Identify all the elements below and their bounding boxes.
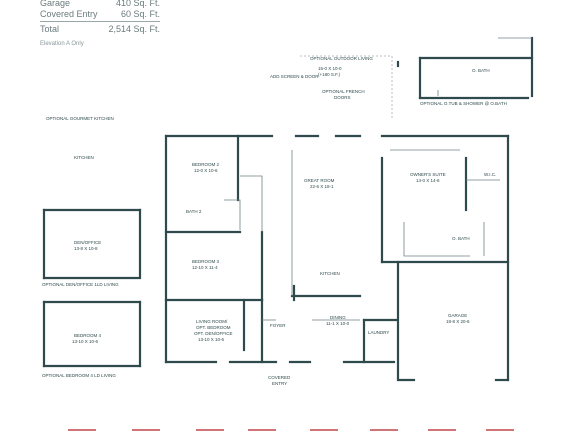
bedroom4-size: 13-10 x 10-6 (72, 339, 99, 344)
obath-option-detail (437, 37, 532, 96)
owners-closet (390, 149, 500, 181)
bath2-name: BATH 2 (186, 209, 202, 214)
total-divider (40, 21, 160, 22)
gourmet-kitchen-label: OPTIONAL GOURMET KITCHEN (46, 116, 114, 121)
garage-name: GARAGE (448, 313, 468, 318)
garage-area-value: 410 Sq. Ft. (115, 0, 160, 8)
closet-detail-1 (240, 175, 263, 232)
french-doors-label-2: DOORS (334, 95, 351, 100)
great-room-size: 22-6 x 18-1 (310, 184, 334, 189)
outdoor-living-size: 15-0 x 10-0 (318, 66, 342, 71)
obath-name: O. BATH (452, 236, 470, 241)
owners-suite-size: 14-0 x 14-6 (416, 178, 440, 183)
bath2-fixtures (224, 199, 241, 230)
total-area-label: Total (40, 24, 60, 34)
elevation-note: Elevation A Only (40, 41, 84, 47)
bedroom4-name: BEDROOM 4 (74, 333, 102, 338)
covered-entry-name-1: COVERED (268, 375, 291, 380)
garage-size: 18-8 x 20-6 (446, 319, 470, 324)
outdoor-living-outline (300, 55, 393, 120)
bedroom3-name: BEDROOM 3 (192, 259, 220, 264)
total-area-value: 2,514 Sq. Ft. (108, 24, 160, 34)
bedroom2-name: BEDROOM 2 (192, 162, 220, 167)
living-name-3: OPT. DEN/OFFICE (194, 331, 233, 336)
dining-name: DINING (330, 315, 346, 320)
garage-area-label: Garage (40, 0, 71, 8)
living-name-1: LIVING ROOM/ (196, 319, 228, 324)
dining-size: 11-1 x 10-0 (326, 321, 350, 326)
tub-shower-label: OPTIONAL O.TUB & SHOWER @ O.BATH (420, 101, 507, 106)
covered-entry-area-value: 60 Sq. Ft. (120, 9, 160, 19)
wic-name: W.I.C. (484, 172, 497, 177)
french-doors-label-1: OPTIONAL FRENCH (322, 89, 365, 94)
den-name: DEN/OFFICE (74, 240, 102, 245)
gourmet-kitchen-room: KITCHEN (74, 155, 94, 160)
den-size: 13-8 x 10-8 (74, 246, 98, 251)
outdoor-living-label: OPTIONAL OUTDOOR LIVING (310, 56, 373, 61)
living-name-2: OPT. BEDROOM (196, 325, 231, 330)
laundry-name: LAUNDRY (368, 330, 390, 335)
bedroom2-size: 12-0 x 10-6 (194, 168, 218, 173)
covered-entry-area-label: Covered Entry (40, 9, 98, 19)
screen-door-label: ADD SCREEN & DOOR (270, 74, 319, 79)
outdoor-living-area: (+180 S.F.) (318, 72, 341, 77)
bedroom4-option-label: OPTIONAL BEDROOM 4 LD LIVING (42, 373, 116, 378)
covered-entry-name-2: ENTRY (272, 381, 288, 386)
living-size: 13-10 x 10-6 (198, 337, 225, 342)
foyer-name: FOYER (270, 323, 286, 328)
owners-suite-name: OWNER'S SUITE (410, 172, 446, 177)
great-room-name: GREAT ROOM (304, 178, 335, 183)
kitchen-name: KITCHEN (320, 271, 340, 276)
den-option-label: OPTIONAL DEN/OFFICE 1LD LIVING (42, 282, 119, 287)
bedroom3-size: 12-10 x 11-4 (192, 265, 218, 270)
obath-fixtures (403, 222, 485, 257)
obath-option-label: O. BATH (472, 68, 490, 73)
